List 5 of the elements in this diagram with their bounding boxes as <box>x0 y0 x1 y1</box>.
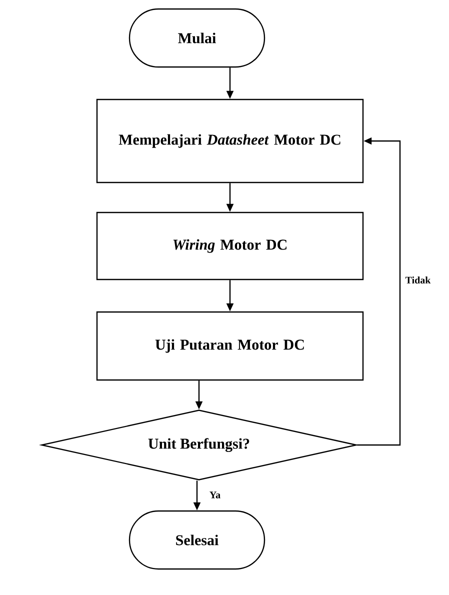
process-box: Wiring Motor DC <box>96 212 364 280</box>
edge-label: Tidak <box>404 276 432 285</box>
process-box: Uji Putaran Motor DC <box>96 311 364 381</box>
edge-label: Ya <box>208 490 222 500</box>
process-box: Mempelajari Datasheet Motor DC <box>96 98 364 184</box>
